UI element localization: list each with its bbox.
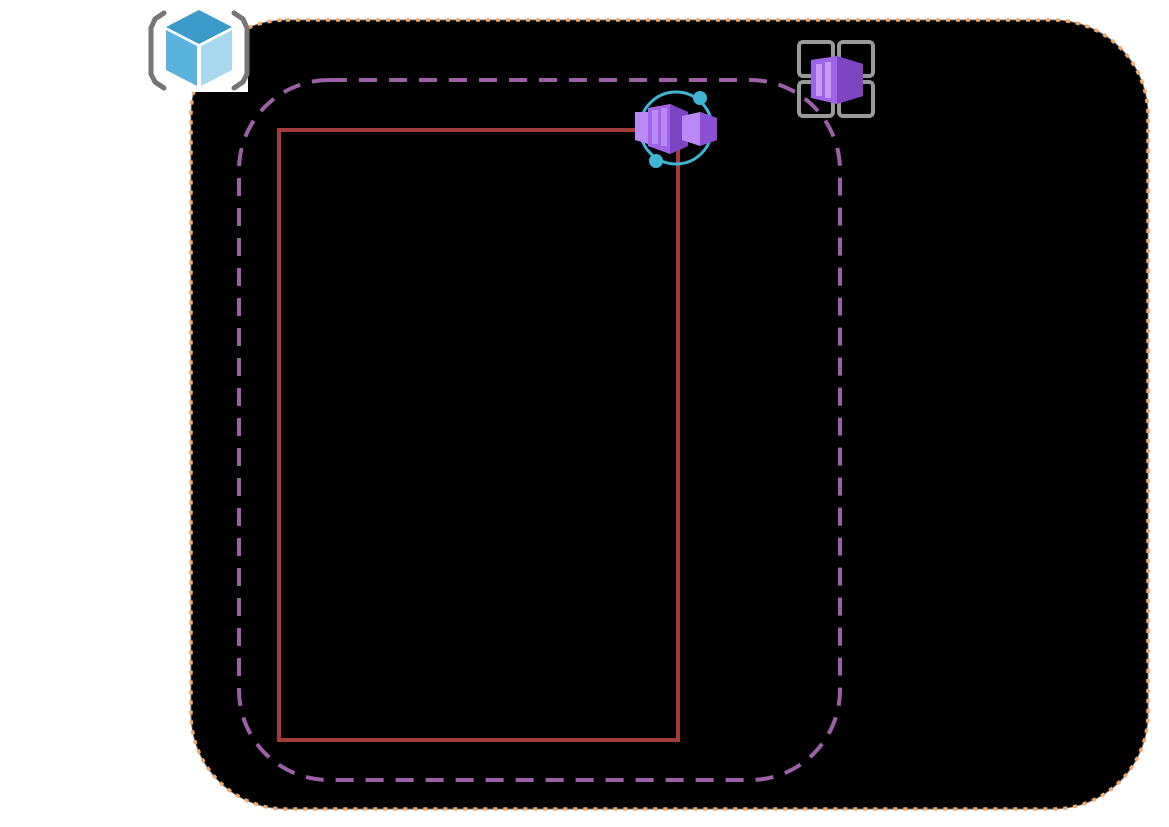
resource-group-boundary	[189, 18, 1150, 811]
resource-group-border	[189, 18, 1150, 811]
subnet-boundary	[277, 128, 680, 742]
resource-group-icon	[148, 8, 250, 92]
container-grid-icon	[797, 40, 875, 118]
container-apps-environment-icon	[635, 90, 717, 168]
virtual-network-boundary	[237, 78, 842, 782]
